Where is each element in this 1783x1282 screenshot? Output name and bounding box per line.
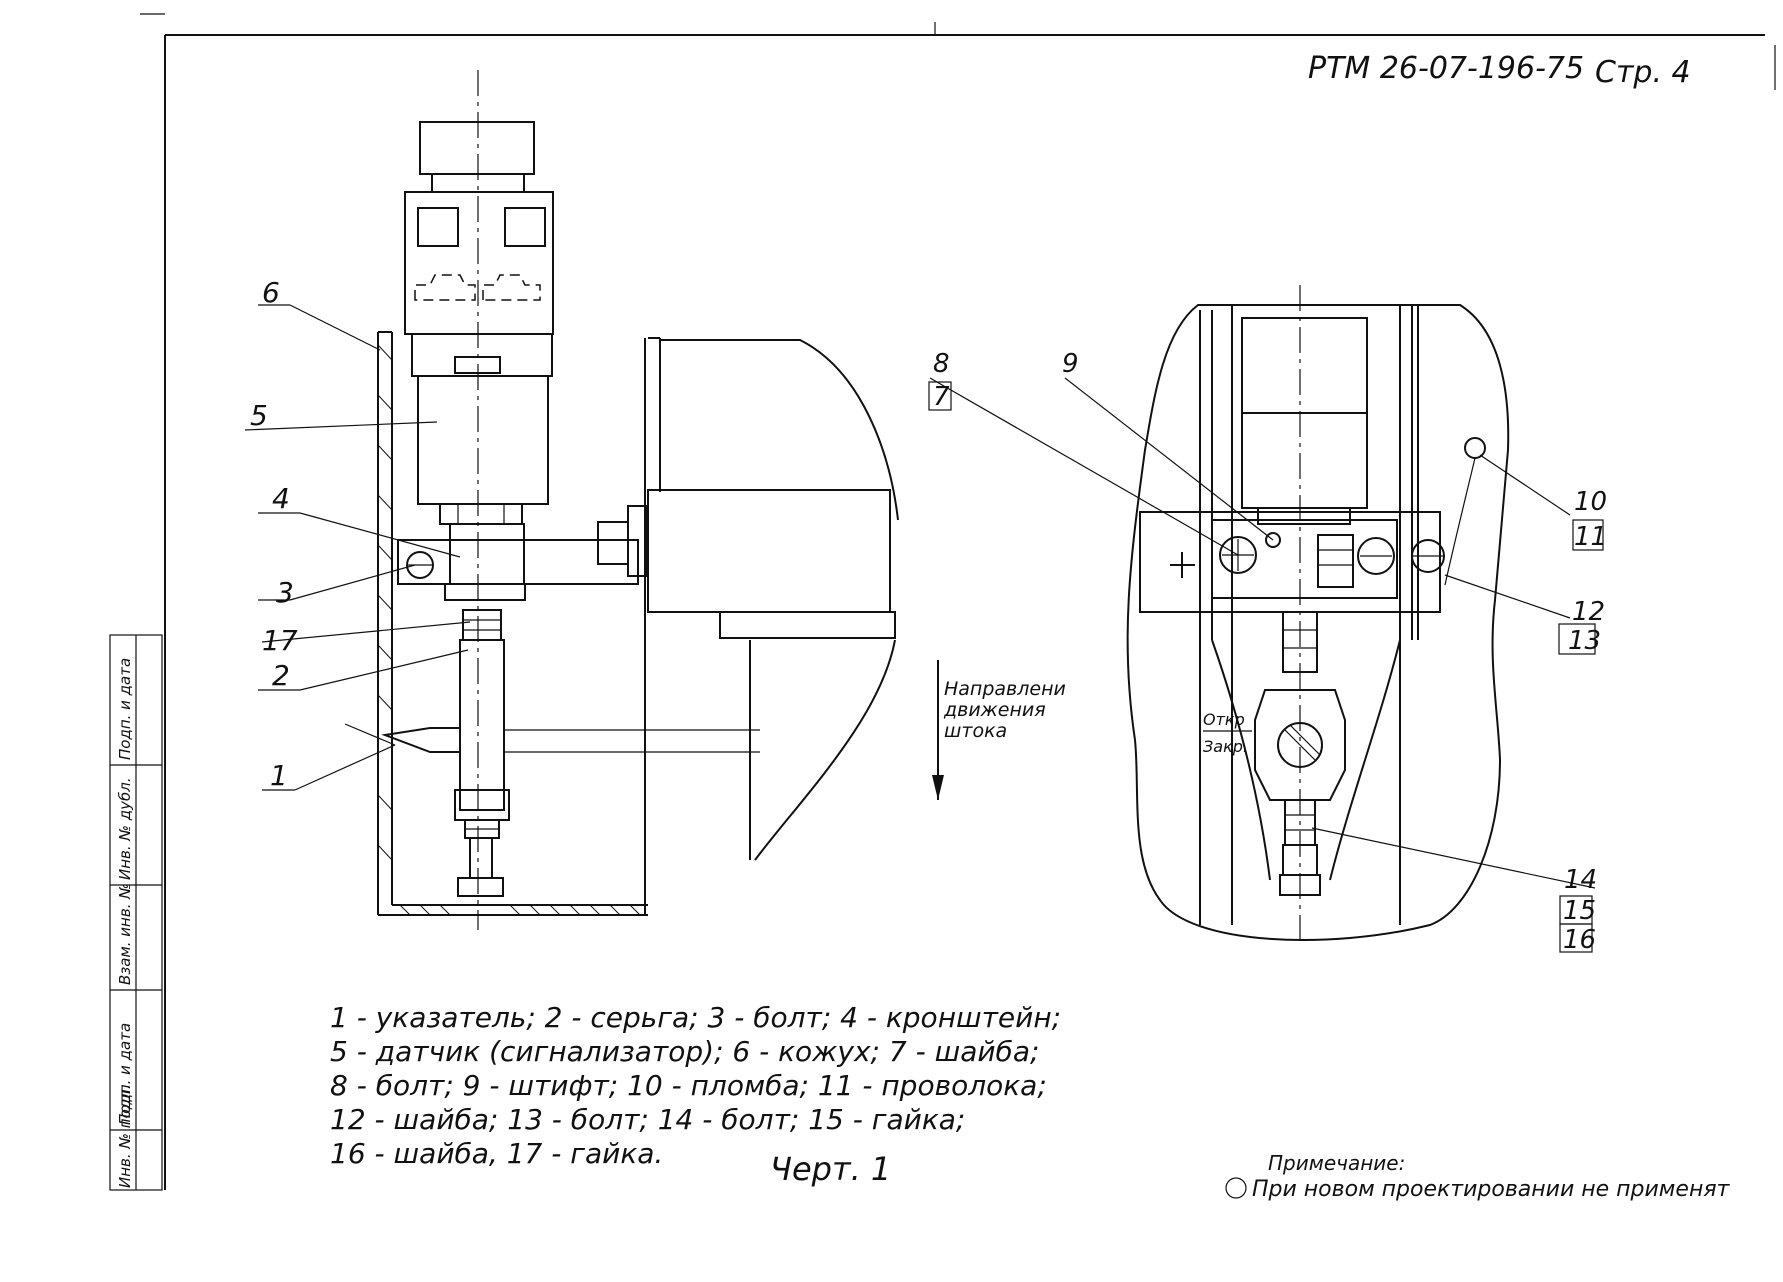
callout-8: 8 — [933, 349, 950, 379]
callout-1: 1 — [270, 759, 288, 792]
housing-hatching — [377, 344, 641, 916]
open-label: Откр — [1203, 710, 1245, 729]
stamp-cell-2: Инв. № дубл. — [116, 777, 134, 880]
direction-note-line2: движения — [943, 699, 1046, 721]
stamp-cell-4: Подп. и дата — [116, 1023, 134, 1125]
right-view: Откр Закр. 8 7 9 10 11 12 13 14 15 16 — [928, 285, 1607, 955]
stamp-cell-5: Инв. № подл. — [116, 1085, 134, 1188]
callout-5: 5 — [250, 399, 268, 432]
callout-7: 7 — [933, 382, 950, 412]
callout-17: 17 — [262, 624, 298, 657]
close-label: Закр. — [1203, 737, 1248, 756]
stamp-cell-1: Подп. и дата — [116, 658, 134, 760]
note-block: Примечание: При новом проектировании не … — [1225, 1151, 1731, 1202]
parts-legend: 1 - указатель; 2 - серьга; 3 - болт; 4 -… — [330, 1001, 1061, 1170]
callout-9: 9 — [1062, 349, 1079, 379]
callout-2: 2 — [272, 659, 290, 692]
direction-note-line1: Направлени — [944, 678, 1066, 700]
callout-10: 10 — [1574, 487, 1607, 517]
legend-line-4: 12 - шайба; 13 - болт; 14 - болт; 15 - г… — [330, 1103, 965, 1136]
callout-16: 16 — [1563, 925, 1596, 955]
callout-15: 15 — [1563, 896, 1596, 926]
callout-3: 3 — [276, 576, 294, 609]
note-text: При новом проектировании не применят — [1252, 1177, 1731, 1202]
side-stamp: Подп. и дата Инв. № дубл. Взам. инв. № П… — [109, 634, 163, 1191]
drawing-caption: Черт. 1 — [770, 1150, 891, 1188]
direction-indicator: Направлени движения штока — [932, 660, 1066, 800]
document-code: РТМ 26-07-196-75 — [1308, 51, 1584, 86]
callout-6: 6 — [262, 276, 280, 309]
legend-line-2: 5 - датчик (сигнализатор); 6 - кожух; 7 … — [330, 1035, 1039, 1068]
direction-note-line3: штока — [944, 720, 1007, 742]
callout-12: 12 — [1572, 597, 1605, 627]
callout-4: 4 — [272, 482, 290, 515]
callout-11: 11 — [1574, 522, 1607, 552]
page-number: Стр. 4 — [1595, 55, 1691, 90]
left-view: 6 5 4 3 17 2 1 — [244, 70, 899, 930]
callout-13: 13 — [1568, 626, 1601, 656]
legend-line-3: 8 - болт; 9 - штифт; 10 - пломба; 11 - п… — [330, 1069, 1047, 1102]
stamp-cell-3: Взам. инв. № — [116, 883, 134, 985]
legend-line-1: 1 - указатель; 2 - серьга; 3 - болт; 4 -… — [330, 1001, 1061, 1034]
note-title: Примечание: — [1268, 1151, 1405, 1175]
callout-14: 14 — [1564, 865, 1597, 895]
legend-line-5: 16 - шайба, 17 - гайка. — [330, 1137, 663, 1170]
drawing-frame — [140, 13, 1776, 1190]
